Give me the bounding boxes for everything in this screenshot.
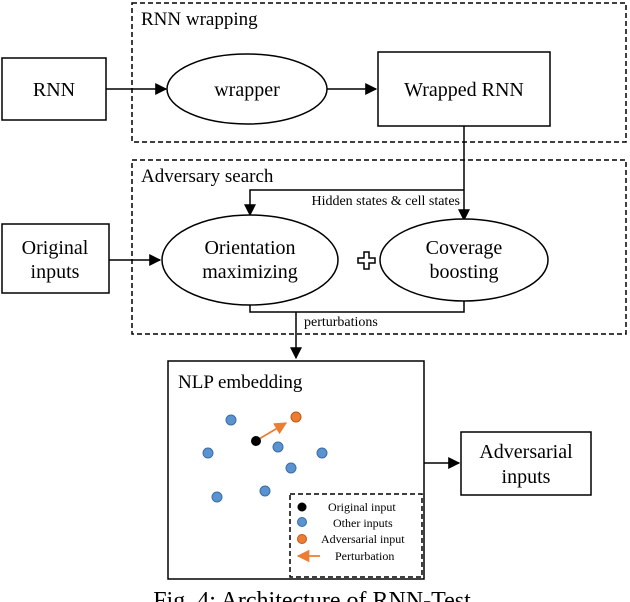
original-inputs-label-1: Original	[22, 237, 89, 259]
other-input-point	[202, 447, 214, 459]
other-input-point	[272, 441, 284, 453]
rnn-wrapping-group	[131, 2, 627, 143]
orientation-label-1: Orientation	[204, 237, 295, 259]
legend-other-label: Other inputs	[333, 516, 393, 530]
coverage-label-2: boosting	[430, 261, 499, 283]
adversarial-inputs-box	[460, 431, 592, 496]
original-inputs-box	[1, 223, 110, 294]
other-input-point	[316, 447, 328, 459]
other-input-point	[225, 414, 237, 426]
orientation-maximizing-node	[161, 214, 339, 306]
rnn-wrapping-label: RNN wrapping	[141, 9, 258, 30]
perturbation-arrow	[258, 422, 288, 440]
rnn-label: RNN	[33, 79, 75, 101]
orientation-label-2: maximizing	[202, 261, 298, 283]
adversarial-inputs-label-1: Adversarial	[479, 441, 573, 463]
coverage-label-1: Coverage	[426, 237, 503, 259]
coverage-boosting-node	[379, 218, 549, 302]
perturbations-merge	[249, 301, 465, 313]
legend-box	[289, 493, 423, 578]
legend-original-marker	[297, 502, 307, 512]
legend-adversarial-label: Adversarial input	[321, 532, 405, 546]
adversarial-inputs-label-2: inputs	[502, 466, 551, 488]
adversary-search-group	[131, 159, 627, 335]
legend-original-label: Original input	[328, 500, 396, 514]
nlp-embedding-label: NLP embedding	[178, 372, 303, 393]
perturbations-label: perturbations	[304, 315, 378, 330]
original-input-point	[251, 436, 261, 446]
hidden-states-label: Hidden states & cell states	[311, 194, 460, 209]
arrow-hidden-states	[244, 189, 464, 217]
adversarial-input-point	[290, 411, 302, 423]
other-input-point	[211, 491, 223, 503]
legend-adversarial-marker	[297, 534, 307, 544]
plus-icon	[357, 251, 376, 270]
figure-caption: Fig. 4: Architecture of RNN-Test.	[153, 588, 477, 602]
adversary-search-label: Adversary search	[141, 166, 274, 187]
wrapper-label: wrapper	[214, 79, 280, 101]
legend-other-marker	[297, 517, 307, 527]
original-inputs-label-2: inputs	[31, 261, 80, 283]
rnn-box	[1, 57, 107, 121]
legend-perturbation-label: Perturbation	[335, 549, 394, 563]
other-input-point	[259, 485, 271, 497]
wrapped-rnn-label: Wrapped RNN	[404, 79, 524, 101]
other-input-point	[285, 462, 297, 474]
